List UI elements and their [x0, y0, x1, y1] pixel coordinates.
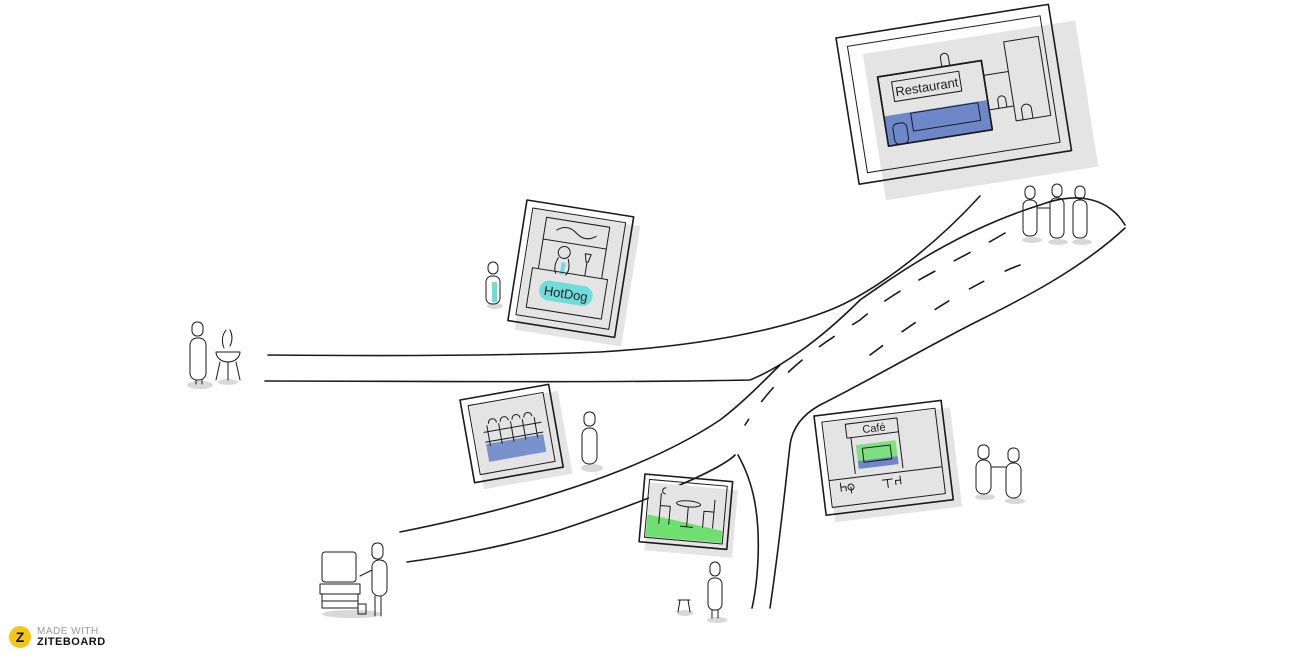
hotdog-label: HotDog — [543, 283, 589, 305]
restaurant-group — [1022, 183, 1092, 245]
seats-card — [459, 383, 573, 490]
ziteboard-branding[interactable]: Z made with ziteboard — [9, 626, 106, 648]
branding-line2: ziteboard — [37, 636, 106, 648]
cafe-pair — [975, 444, 1025, 504]
hotdog-customer — [485, 261, 503, 309]
terrace-person — [677, 561, 727, 623]
cafe-card: Café — [813, 399, 963, 523]
well-person — [319, 542, 388, 618]
road — [264, 195, 1126, 609]
bbq-grill-icon — [215, 329, 241, 385]
branding-line1: made with — [37, 626, 99, 637]
cafe-label: Café — [862, 421, 887, 436]
seats-viewer — [581, 411, 603, 472]
hotdog-card: HotDog — [507, 199, 641, 347]
restaurant-card: Restaurant — [835, 3, 1099, 201]
bbq-person — [187, 321, 213, 389]
terrace-card — [638, 473, 738, 558]
ziteboard-logo-icon: Z — [9, 626, 31, 648]
